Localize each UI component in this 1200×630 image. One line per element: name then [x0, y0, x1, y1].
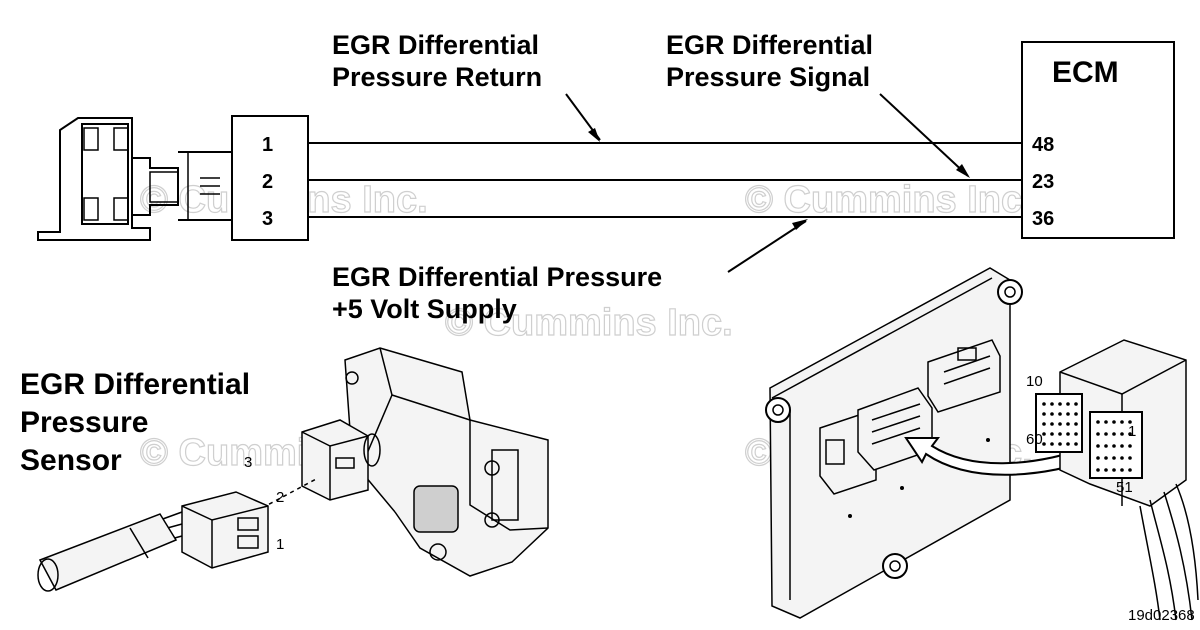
leader-signal — [879, 93, 970, 178]
signal-label-line2: Pressure Signal — [666, 62, 870, 92]
leader-return — [565, 93, 601, 142]
plug-callout-1: 1 — [276, 536, 284, 553]
ecm-pin-23: 23 — [1032, 171, 1054, 193]
ecm-connector-callout-10: 10 — [1026, 373, 1043, 390]
plug-callout-3: 3 — [244, 454, 252, 471]
alignment-dashes — [261, 477, 319, 509]
ecm-connector-callout-1: 1 — [1128, 423, 1136, 440]
ecm-connector-callout-51: 51 — [1116, 479, 1133, 496]
ecm-connector-callout-60: 60 — [1026, 431, 1043, 448]
return-label-line1: EGR Differential — [332, 30, 539, 60]
ecm-pin-48: 48 — [1032, 134, 1054, 156]
ecm-box — [1021, 41, 1175, 239]
watermark-2: © Cummins Inc. — [745, 179, 1033, 221]
sensor-illustration — [301, 347, 549, 577]
leader-supply — [727, 219, 808, 273]
ecm-harness-connector — [1035, 339, 1199, 621]
supply-label-line1: EGR Differential Pressure — [332, 262, 662, 292]
signal-label-line1: EGR Differential — [666, 30, 873, 60]
supply-label-line2: +5 Volt Supply — [332, 294, 517, 324]
sensor-plug-and-cable — [37, 491, 269, 592]
sensor-mount-bracket — [37, 117, 233, 241]
ecm-pin-36: 36 — [1032, 208, 1054, 230]
ecm-illustration — [765, 267, 1023, 619]
sensor-pin-2: 2 — [262, 171, 273, 193]
sensor-title-line1: EGR Differential — [20, 368, 250, 401]
ecm-title: ECM — [1052, 56, 1119, 89]
harness-wires — [308, 142, 1022, 218]
sensor-pin-1: 1 — [262, 134, 273, 156]
sensor-connector-box — [231, 115, 309, 241]
figure-id: 19d02368 — [1128, 607, 1195, 624]
plug-callout-2: 2 — [276, 489, 284, 506]
sensor-pin-3: 3 — [262, 208, 273, 230]
sensor-title-line3: Sensor — [20, 444, 122, 477]
sensor-title-line2: Pressure — [20, 406, 148, 439]
mating-arrow — [904, 437, 1100, 476]
watermark-3: © Cummins Inc. — [445, 302, 733, 344]
return-label-line2: Pressure Return — [332, 62, 542, 92]
